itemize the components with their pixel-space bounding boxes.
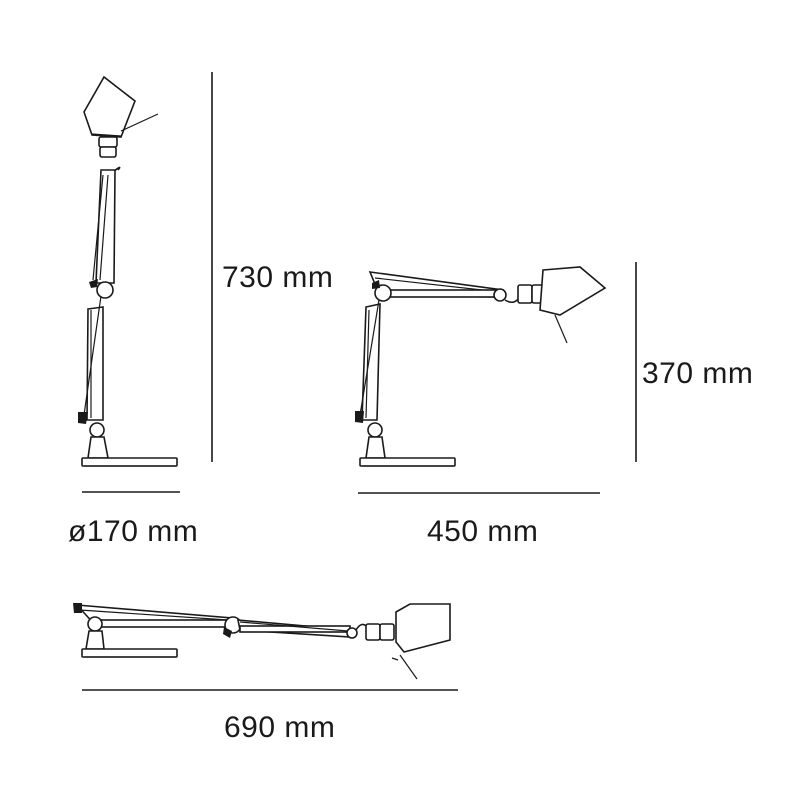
lamp-horizontal (73, 603, 451, 680)
lamp-upright-upper-arm (95, 169, 116, 284)
label-370mm: 370 mm (642, 357, 753, 390)
lamp-upright-shade (83, 75, 136, 138)
lamp-upright-base (81, 457, 178, 467)
lamp-angled-base (359, 457, 456, 467)
label-690mm: 690 mm (224, 711, 335, 744)
lamp-angled-lower-arm (361, 303, 381, 421)
label-730mm: 730 mm (222, 261, 333, 294)
label-450mm: 450 mm (427, 515, 538, 548)
lamp-horizontal-shade (395, 603, 451, 653)
label-170mm: ø170 mm (68, 515, 198, 548)
lamp-angled-shade (539, 266, 607, 316)
lamp-upright (78, 75, 178, 467)
lamp-angled (355, 266, 607, 467)
lamp-horizontal-base (81, 648, 178, 658)
lamp-upright-lower-arm (86, 306, 104, 421)
